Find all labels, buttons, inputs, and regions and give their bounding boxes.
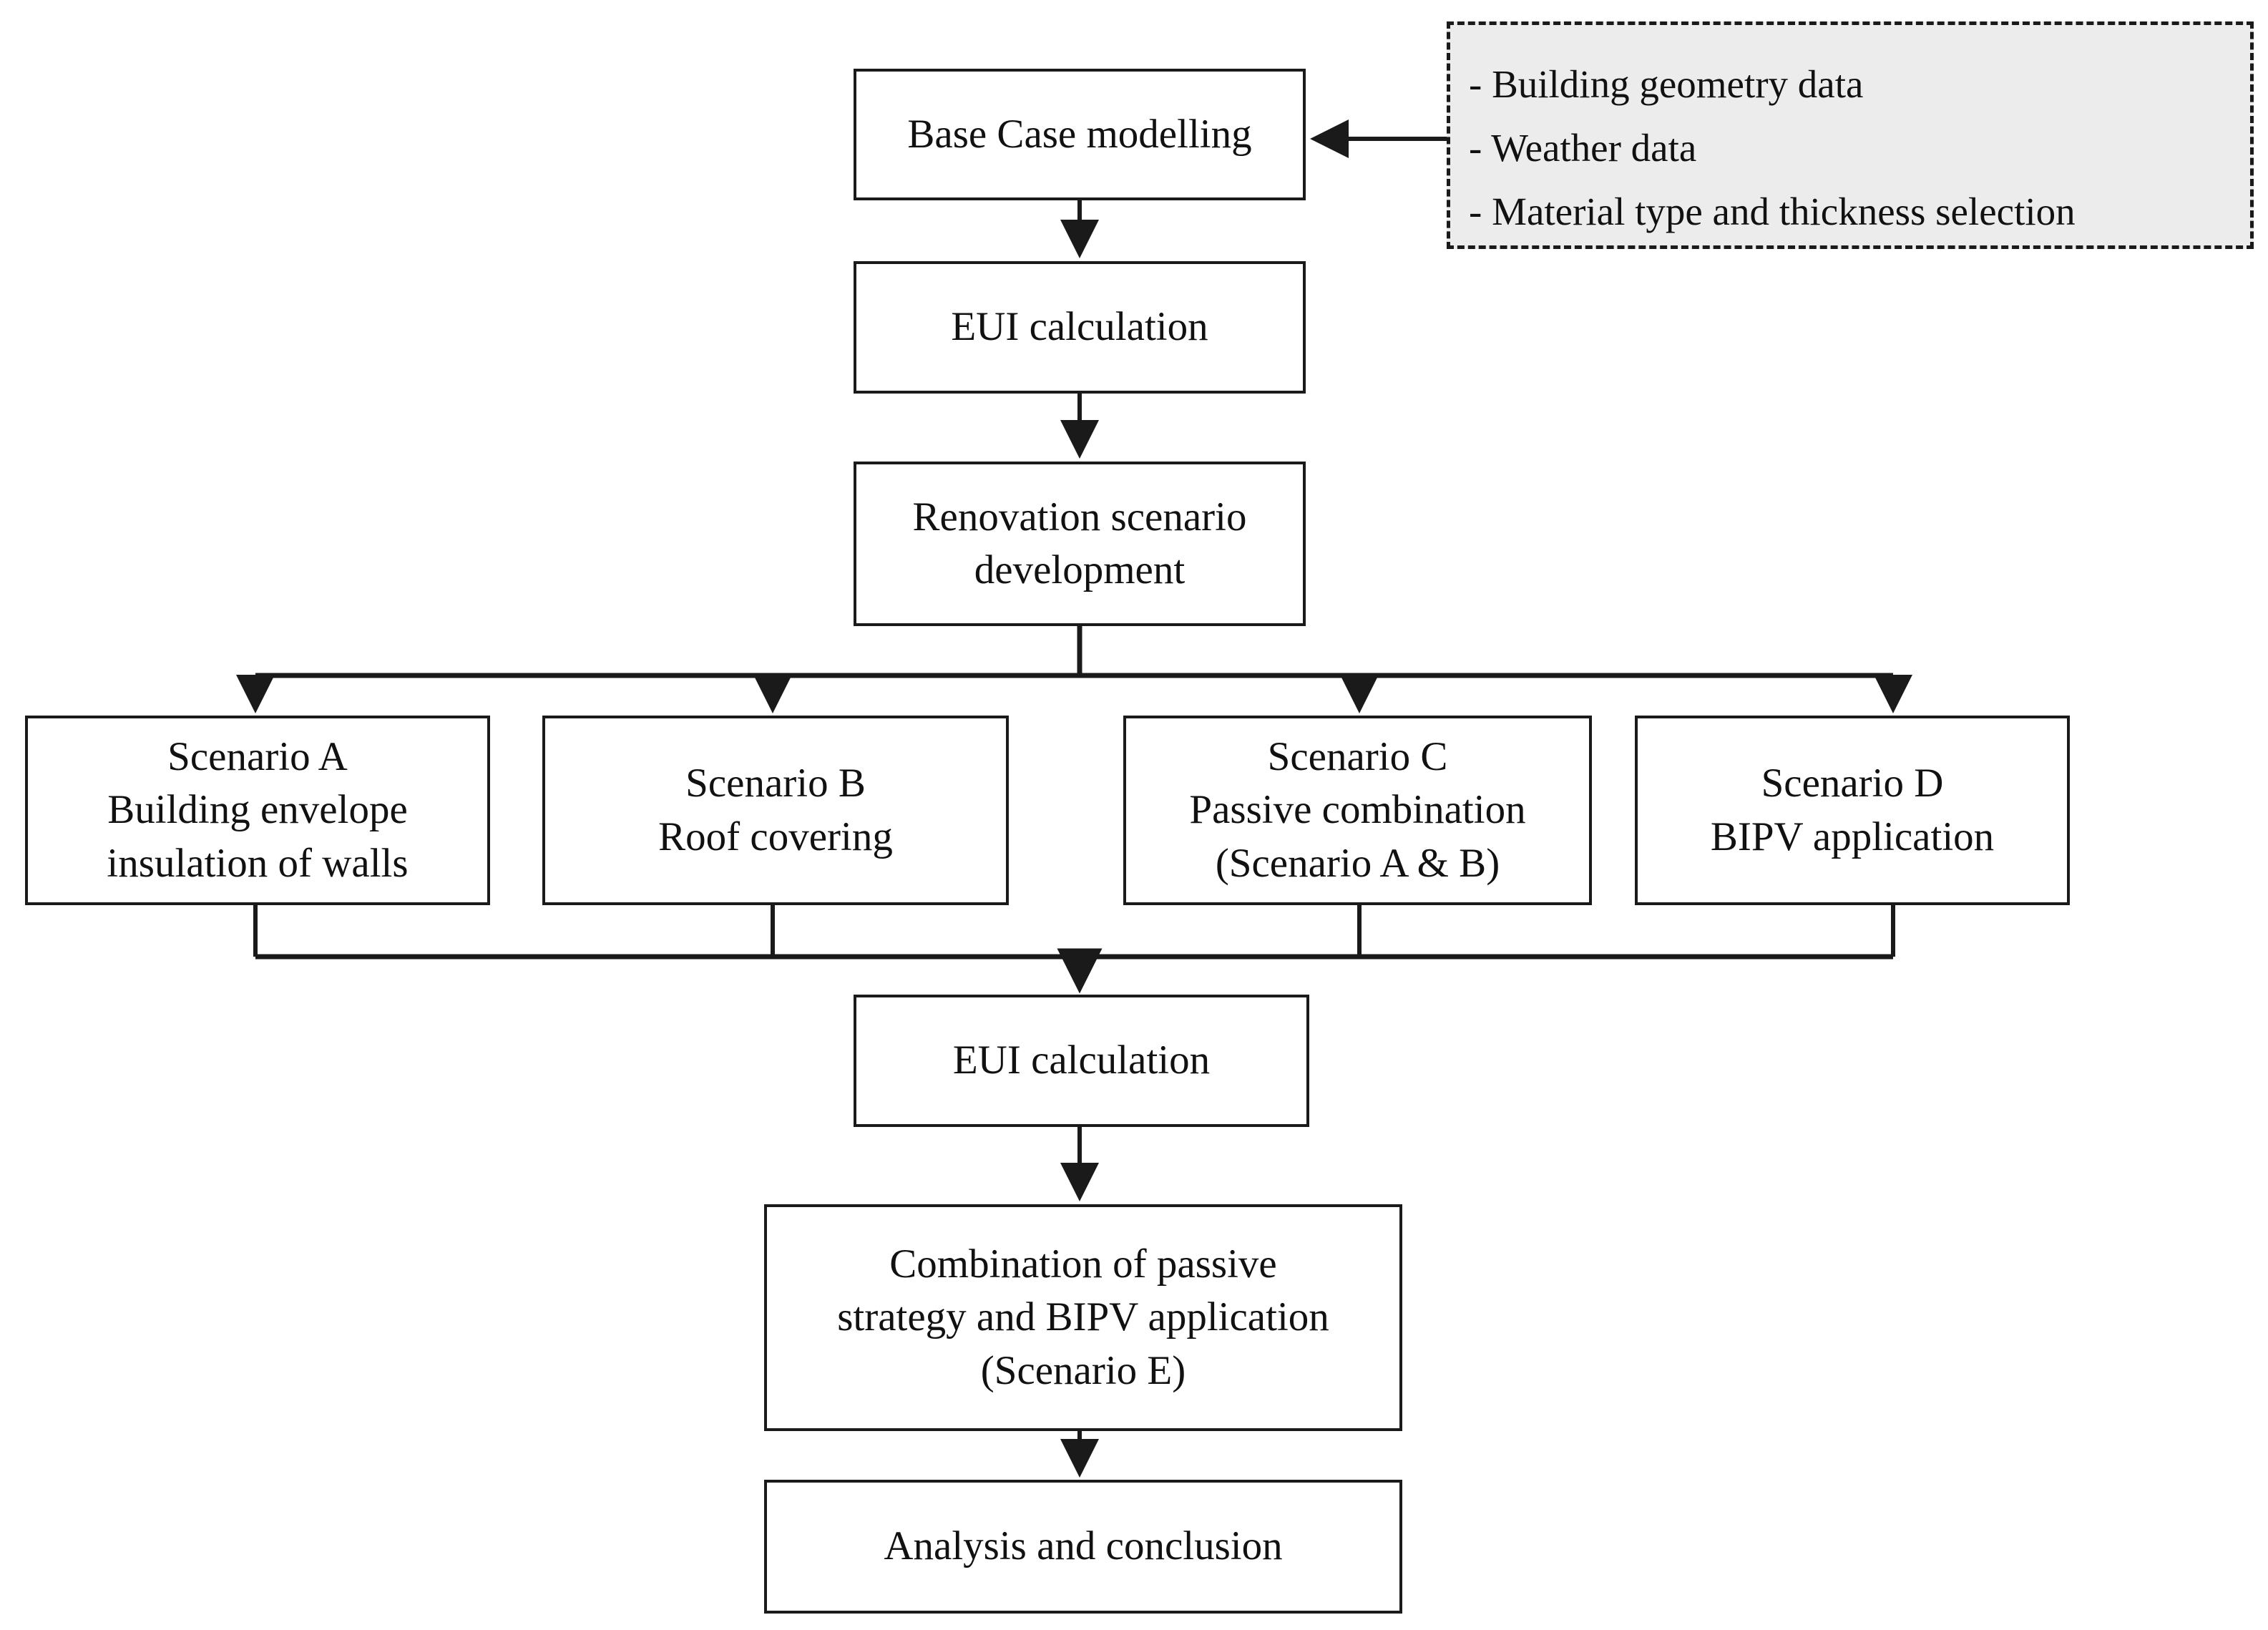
annotation-item-material-type-thickness: - Material type and thickness selection — [1469, 190, 2076, 234]
node-renovation-scenario-development[interactable]: Renovation scenario development — [854, 462, 1306, 626]
text-line: Base Case modelling — [907, 111, 1252, 157]
text-line: EUI calculation — [952, 1038, 1211, 1083]
text-line: Scenario B — [685, 761, 866, 806]
node-analysis-and-conclusion[interactable]: Analysis and conclusion — [764, 1480, 1402, 1614]
node-scenario-a-label: Scenario A Building envelope insulation … — [35, 731, 480, 889]
node-scenario-d-label: Scenario D BIPV application — [1645, 757, 2060, 863]
text-line: Scenario C — [1267, 734, 1448, 780]
node-base-case-modelling-label: Base Case modelling — [864, 108, 1296, 161]
node-eui-calculation-1-label: EUI calculation — [864, 301, 1296, 353]
text-line: development — [974, 547, 1186, 592]
text-line: (Scenario E) — [980, 1347, 1186, 1393]
node-scenario-b[interactable]: Scenario B Roof covering — [542, 716, 1009, 905]
node-eui-calculation-2-label: EUI calculation — [864, 1034, 1299, 1087]
node-eui-calculation-2[interactable]: EUI calculation — [854, 995, 1309, 1127]
node-renovation-scenario-development-label: Renovation scenario development — [864, 491, 1296, 597]
text-line: Combination of passive — [889, 1241, 1277, 1287]
node-combination-scenario-e-label: Combination of passive strategy and BIPV… — [774, 1238, 1392, 1397]
text-line: Scenario D — [1761, 761, 1944, 806]
text-line: Building envelope — [107, 787, 408, 833]
node-eui-calculation-1[interactable]: EUI calculation — [854, 261, 1306, 394]
text-line: strategy and BIPV application — [837, 1294, 1329, 1340]
text-line: Renovation scenario — [912, 494, 1247, 540]
node-scenario-c[interactable]: Scenario C Passive combination (Scenario… — [1123, 716, 1592, 905]
node-scenario-c-label: Scenario C Passive combination (Scenario… — [1133, 731, 1582, 889]
text-line: Scenario A — [167, 734, 348, 780]
text-line: Passive combination — [1189, 787, 1526, 833]
node-combination-scenario-e[interactable]: Combination of passive strategy and BIPV… — [764, 1204, 1402, 1431]
annotation-item-building-geometry-data: - Building geometry data — [1469, 62, 1864, 106]
text-line: insulation of walls — [107, 840, 409, 886]
node-scenario-d[interactable]: Scenario D BIPV application — [1635, 716, 2070, 905]
annotation-inputs-box: - Building geometry data - Weather data … — [1447, 21, 2254, 249]
text-line: Roof covering — [658, 814, 893, 859]
node-scenario-a[interactable]: Scenario A Building envelope insulation … — [25, 716, 490, 905]
node-scenario-b-label: Scenario B Roof covering — [552, 757, 999, 863]
annotation-item-weather-data: - Weather data — [1469, 126, 1697, 170]
text-line: Analysis and conclusion — [884, 1523, 1283, 1569]
text-line: (Scenario A & B) — [1215, 840, 1500, 886]
text-line: EUI calculation — [951, 304, 1208, 350]
node-base-case-modelling[interactable]: Base Case modelling — [854, 69, 1306, 200]
text-line: BIPV application — [1710, 814, 1995, 859]
node-analysis-and-conclusion-label: Analysis and conclusion — [774, 1520, 1392, 1573]
